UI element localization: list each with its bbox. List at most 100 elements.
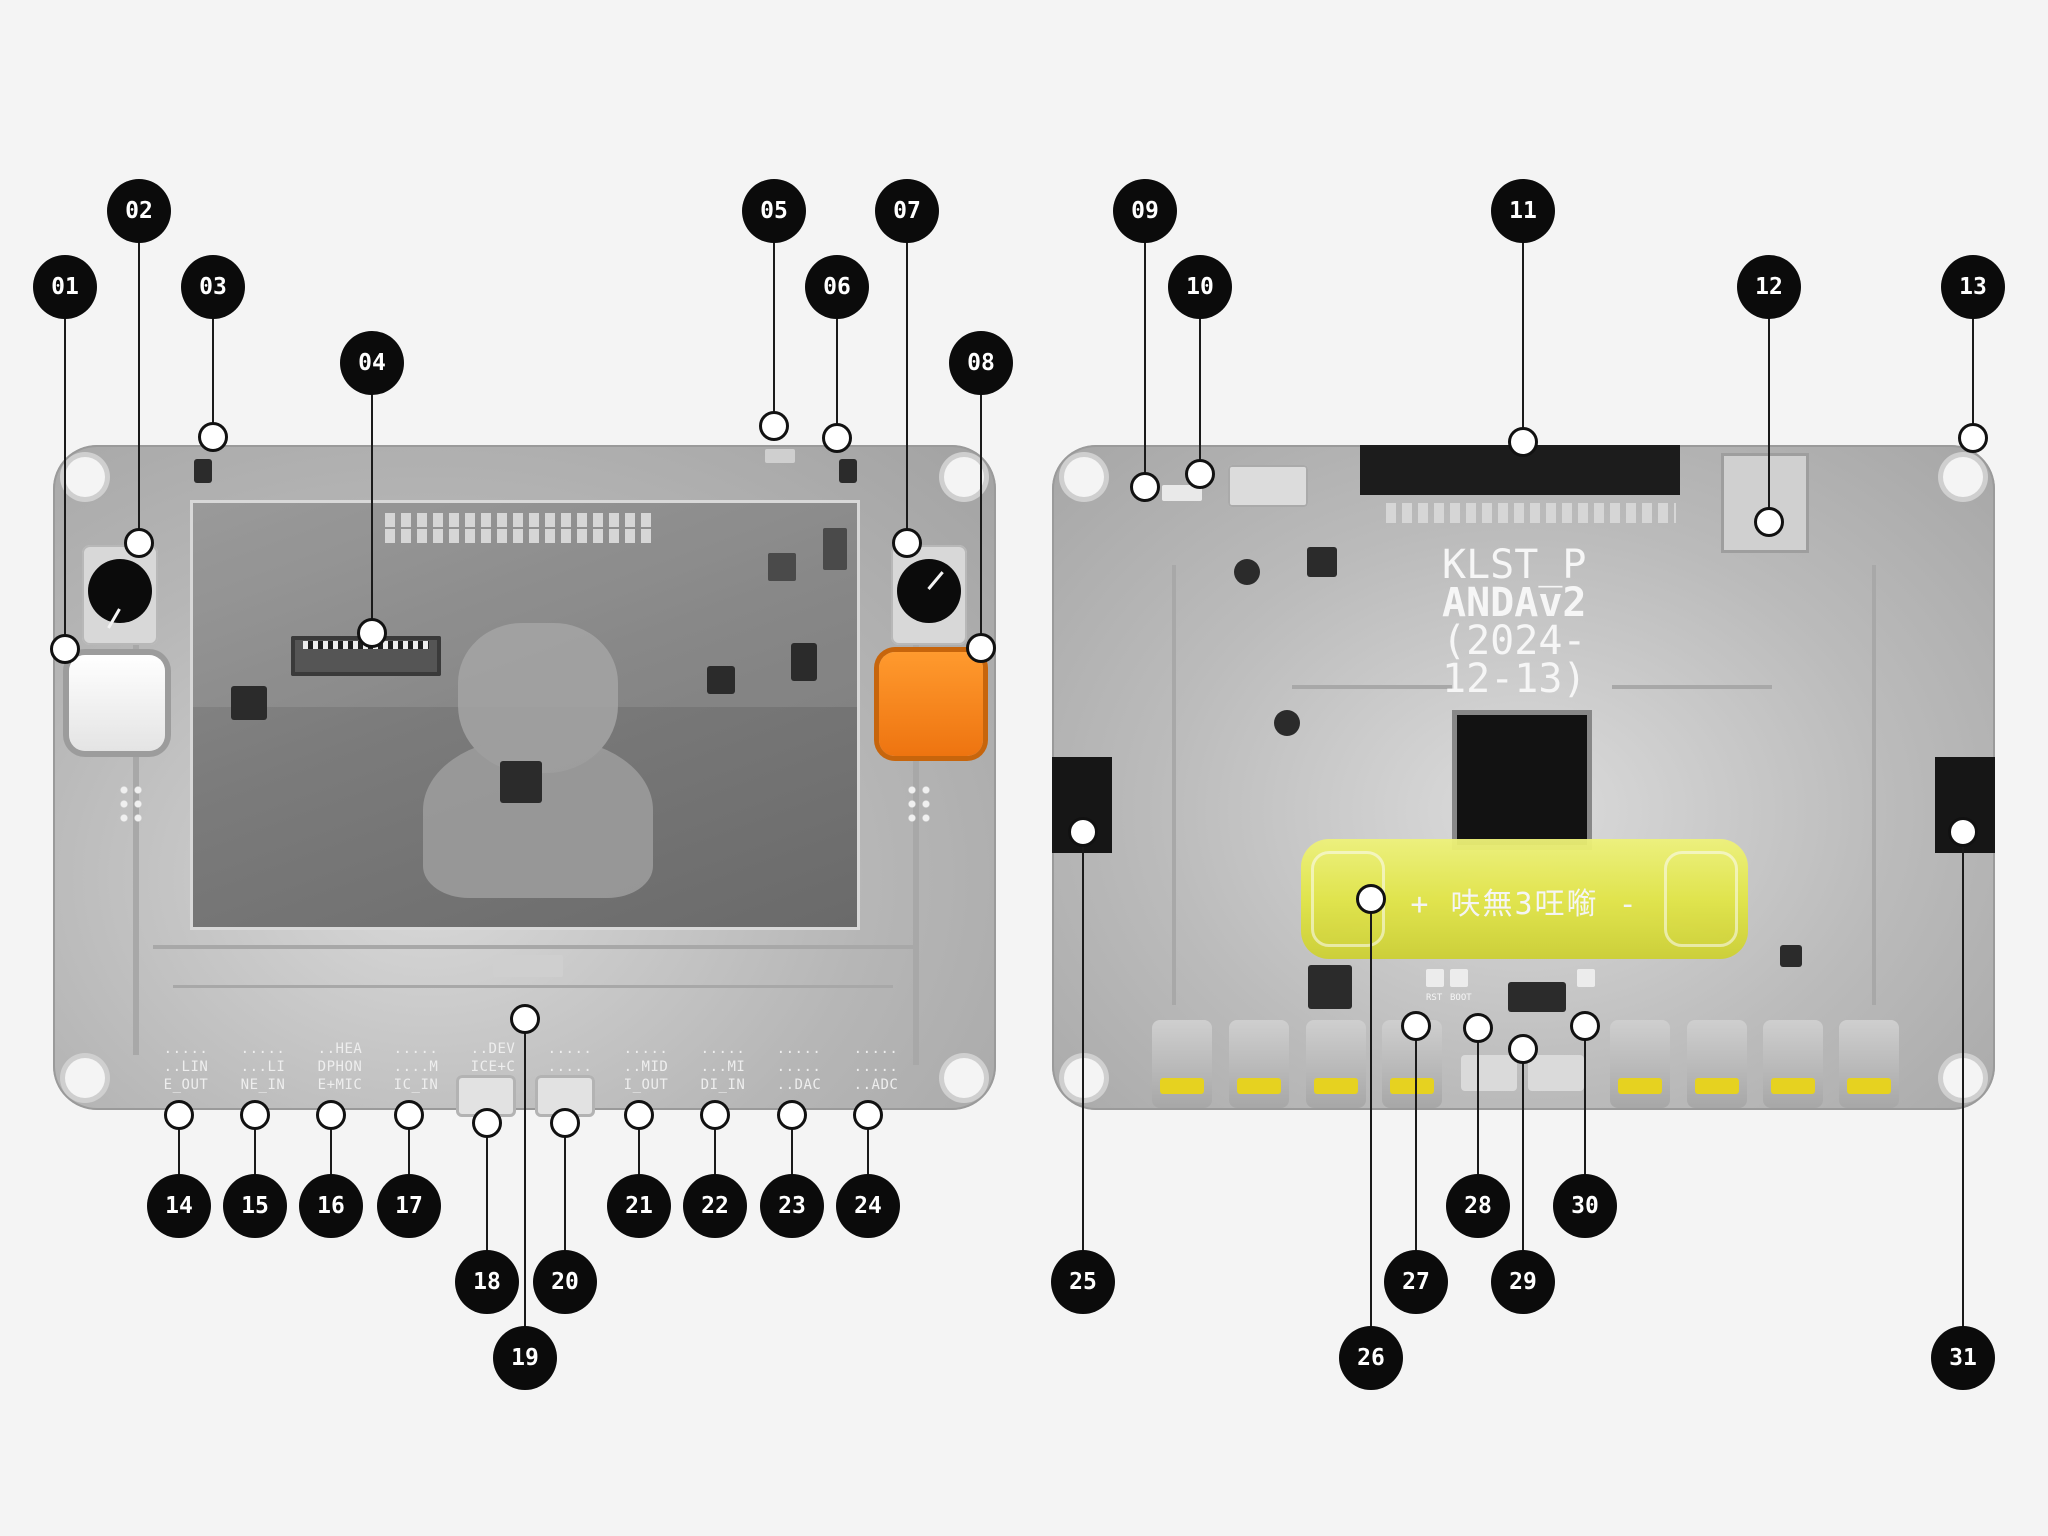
encoder-knob-right[interactable] [897, 559, 961, 623]
encoder-left[interactable] [82, 545, 158, 645]
battery-text: + 呋無3㕵㘅 - [1410, 887, 1639, 922]
ic [791, 643, 817, 681]
leader-line [524, 1019, 526, 1358]
callout-pin [550, 1108, 580, 1138]
leader-line [408, 1115, 410, 1206]
leader-line [138, 211, 140, 543]
encoder-knob-left[interactable] [88, 559, 152, 623]
mount-hole [65, 1058, 105, 1098]
button-right[interactable] [879, 652, 983, 756]
ic [768, 553, 796, 581]
mount-hole [944, 457, 984, 497]
display-screen [190, 500, 860, 930]
connector-pins [1386, 503, 1676, 523]
callout-pin [853, 1100, 883, 1130]
audio-jack[interactable] [1763, 1020, 1823, 1108]
microphone [765, 449, 795, 463]
callout-05: 05 [742, 179, 806, 243]
callout-11: 11 [1491, 179, 1555, 243]
leader-line [1962, 832, 1964, 1358]
callout-24: 24 [836, 1174, 900, 1238]
pcb-trace [173, 985, 893, 988]
transistor [1234, 559, 1260, 585]
front-board: ..... ..LIN E_OUT ..... ...LI NE_IN ..HE… [53, 445, 996, 1110]
sd-card-slot[interactable] [1721, 453, 1809, 553]
leader-line [486, 1123, 488, 1282]
button-rst[interactable] [1426, 969, 1444, 987]
callout-19: 19 [493, 1326, 557, 1390]
callout-pin [240, 1100, 270, 1130]
callout-pin [1948, 817, 1978, 847]
button-boot[interactable] [1450, 969, 1468, 987]
leader-line [1477, 1028, 1479, 1206]
ic [707, 666, 735, 694]
callout-pin [1356, 884, 1386, 914]
callout-25: 25 [1051, 1250, 1115, 1314]
button-left[interactable] [69, 655, 165, 751]
pcb-trace [1292, 685, 1452, 689]
header-pins [385, 513, 655, 527]
callout-pin [1958, 423, 1988, 453]
leader-line [836, 287, 838, 438]
jack-label: ..... ...LI NE_IN [240, 1041, 286, 1093]
callout-pin [1508, 1034, 1538, 1064]
encoder-right[interactable] [891, 545, 967, 645]
audio-jack[interactable] [1306, 1020, 1366, 1108]
callout-pin [357, 618, 387, 648]
callout-08: 08 [949, 331, 1013, 395]
power-switch[interactable] [1228, 465, 1308, 507]
audio-jack[interactable] [1610, 1020, 1670, 1108]
silk-name: KLST_P [1442, 542, 1587, 588]
led-right [839, 459, 857, 483]
callout-pin [700, 1100, 730, 1130]
leader-line [638, 1115, 640, 1206]
usb-port[interactable] [1461, 1055, 1517, 1091]
callout-13: 13 [1941, 255, 2005, 319]
callout-pin [1401, 1011, 1431, 1041]
mount-hole [1064, 457, 1104, 497]
audio-jack[interactable] [1229, 1020, 1289, 1108]
audio-jack[interactable] [1839, 1020, 1899, 1108]
callout-pin [759, 411, 789, 441]
leader-line [714, 1115, 716, 1206]
pad-grid [905, 783, 933, 825]
callout-pin [472, 1108, 502, 1138]
pcb-trace [133, 595, 139, 1055]
leader-line [1415, 1026, 1417, 1282]
mount-hole [1943, 457, 1983, 497]
usb-port[interactable] [1528, 1055, 1584, 1091]
leader-line [1199, 287, 1201, 474]
audio-jack[interactable] [1152, 1020, 1212, 1108]
leader-line [1972, 287, 1974, 438]
leader-line [1522, 1049, 1524, 1282]
leader-line [906, 211, 908, 543]
jack-ring [1847, 1078, 1891, 1094]
transistor [1274, 710, 1300, 736]
mount-hole [65, 457, 105, 497]
button[interactable] [1577, 969, 1595, 987]
pcb-trace [1172, 565, 1176, 1005]
leader-line [330, 1115, 332, 1206]
leader-line [867, 1115, 869, 1206]
callout-pin [198, 422, 228, 452]
callout-pin [822, 423, 852, 453]
callout-pin [316, 1100, 346, 1130]
jack-ring [1390, 1078, 1434, 1094]
battery-cap [1664, 851, 1738, 947]
smd-pads [1162, 485, 1202, 501]
jack-ring [1618, 1078, 1662, 1094]
leader-line [371, 363, 373, 633]
callout-07: 07 [875, 179, 939, 243]
leader-line [980, 363, 982, 648]
audio-jack[interactable] [1687, 1020, 1747, 1108]
button-label-rst: RST [1426, 993, 1443, 1003]
header-pins [385, 529, 655, 543]
callout-pin [777, 1100, 807, 1130]
callout-pin [164, 1100, 194, 1130]
jack-label: ..... ..... ..ADC [853, 1041, 899, 1093]
jack-ring [1771, 1078, 1815, 1094]
callout-17: 17 [377, 1174, 441, 1238]
ic [500, 761, 542, 803]
leader-line [212, 287, 214, 437]
